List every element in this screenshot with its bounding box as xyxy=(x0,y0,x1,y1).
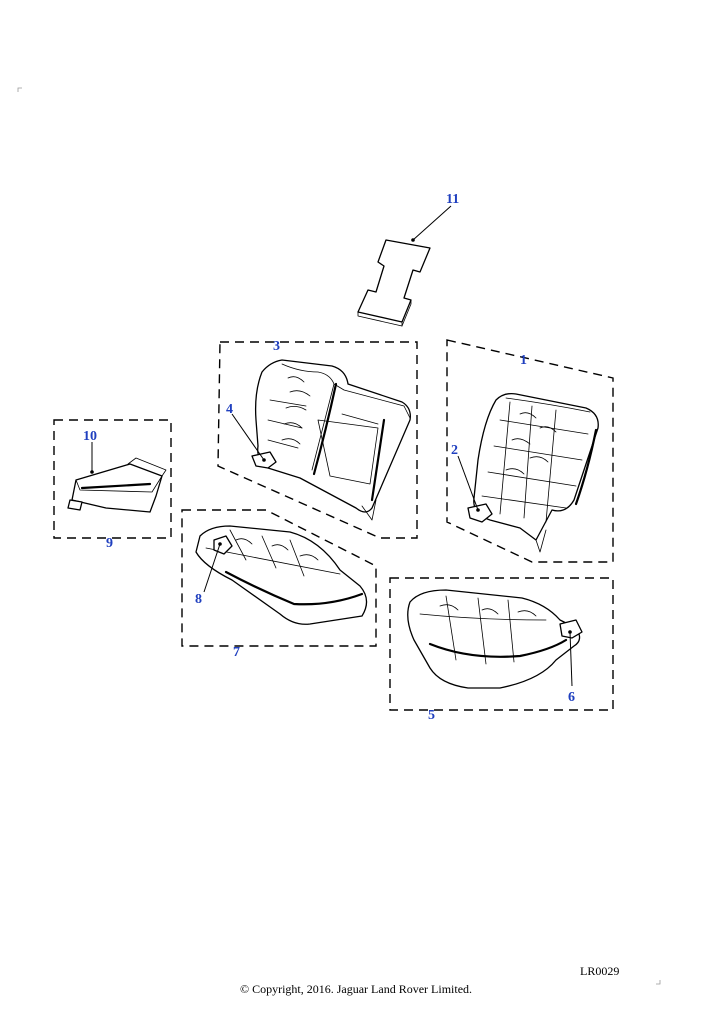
part-6-trim-clip[interactable] xyxy=(559,619,583,639)
callout-7[interactable]: 7 xyxy=(233,645,240,660)
part-3-seat-back[interactable] xyxy=(254,359,411,521)
leader-dot-2 xyxy=(476,508,480,512)
callout-6[interactable]: 6 xyxy=(568,690,575,705)
part-5-seat-cushion[interactable] xyxy=(407,589,581,689)
leader-8 xyxy=(203,543,221,593)
leader-2 xyxy=(457,455,479,511)
corner-mark-bottom-right xyxy=(656,980,661,985)
copyright-notice: © Copyright, 2016. Jaguar Land Rover Lim… xyxy=(239,982,473,996)
callout-8[interactable]: 8 xyxy=(195,592,202,607)
part-7-seat-cushion[interactable] xyxy=(195,525,368,625)
callout-10[interactable]: 10 xyxy=(83,429,97,444)
leader-dot-6 xyxy=(568,630,572,634)
callout-3[interactable]: 3 xyxy=(273,339,280,354)
callout-4[interactable]: 4 xyxy=(226,402,233,417)
corner-mark-top-left xyxy=(17,87,22,92)
part-1-seat-back[interactable] xyxy=(473,392,599,553)
leader-dot-8 xyxy=(218,542,222,546)
group-box-9 xyxy=(53,419,172,539)
callout-9[interactable]: 9 xyxy=(106,536,113,551)
leader-6 xyxy=(569,631,573,687)
leader-4 xyxy=(231,413,265,461)
part-2-trim-clip[interactable] xyxy=(467,503,493,523)
part-11-pad[interactable] xyxy=(357,239,431,327)
leader-11 xyxy=(412,205,452,241)
leader-dot-4 xyxy=(262,458,266,462)
group-box-1 xyxy=(446,339,614,563)
callout-11[interactable]: 11 xyxy=(446,192,459,207)
group-box-7 xyxy=(181,509,377,647)
drawing-reference: LR0029 xyxy=(580,964,620,978)
part-10-armrest[interactable] xyxy=(67,457,167,513)
callout-5[interactable]: 5 xyxy=(428,708,435,723)
leader-dot-10 xyxy=(90,470,94,474)
group-box-3 xyxy=(217,341,418,539)
callout-2[interactable]: 2 xyxy=(451,443,458,458)
leader-dot-11 xyxy=(411,238,415,242)
callout-1[interactable]: 1 xyxy=(520,353,527,368)
group-box-5 xyxy=(389,577,614,711)
